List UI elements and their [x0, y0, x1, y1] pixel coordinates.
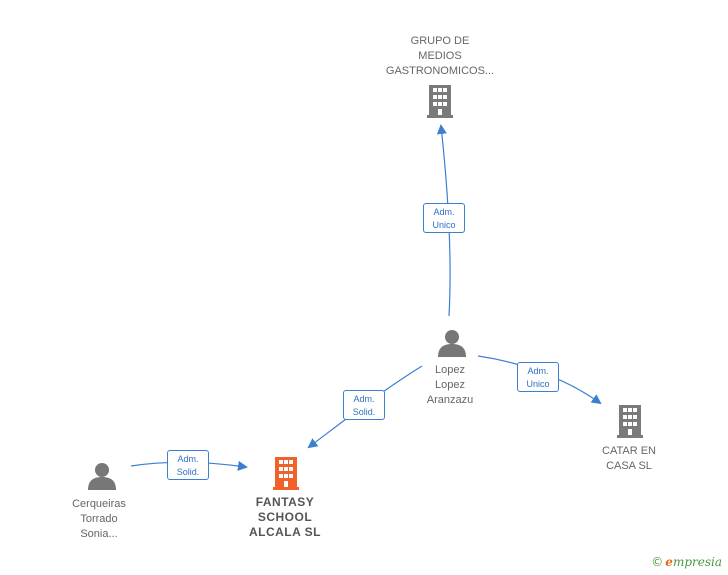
edge-label-cerqueiras-fantasy: Adm. Solid. — [167, 450, 209, 480]
person-icon — [88, 463, 116, 490]
edge-label-lopez-fantasy: Adm. Solid. — [343, 390, 385, 420]
node-grupo-label[interactable]: GRUPO DE MEDIOS GASTRONOMICOS... — [385, 35, 495, 77]
building-icon — [427, 85, 453, 118]
person-icon — [438, 330, 466, 357]
brand-initial: e — [665, 555, 673, 569]
node-lopez-label[interactable]: Lopez Lopez Aranzazu — [426, 364, 474, 406]
building-icon — [273, 457, 299, 490]
edge-label-lopez-grupo: Adm. Unico — [423, 203, 465, 233]
building-icon — [617, 405, 643, 438]
node-cerqueiras-label[interactable]: Cerqueiras Torrado Sonia... — [72, 498, 126, 540]
node-catar-label[interactable]: CATAR EN CASA SL — [602, 445, 656, 472]
brand-logo: ©empresia — [651, 555, 722, 569]
brand-name: mpresia — [672, 555, 722, 569]
node-fantasy-label[interactable]: FANTASY SCHOOL ALCALA SL — [248, 495, 322, 539]
copyright-icon: © — [651, 555, 664, 569]
edge-label-lopez-catar: Adm. Unico — [517, 362, 559, 392]
